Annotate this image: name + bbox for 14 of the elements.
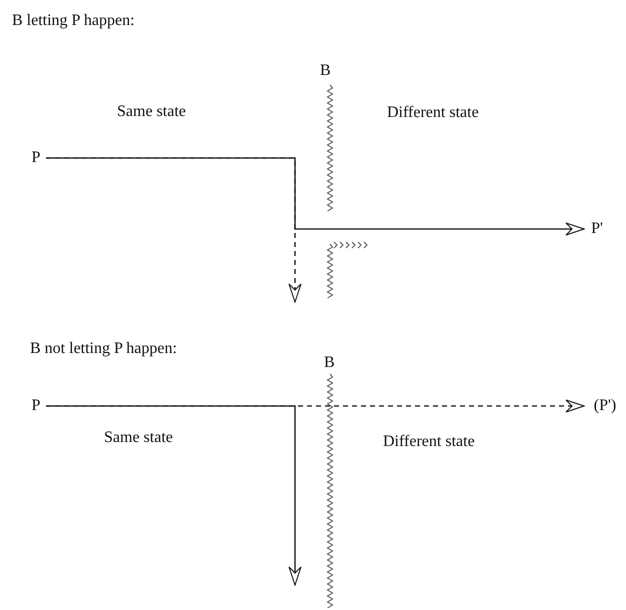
region-label: Different state xyxy=(383,433,475,451)
arrow xyxy=(46,405,302,586)
point-label: P xyxy=(28,396,44,416)
diagram-heading: B letting P happen: xyxy=(12,12,135,30)
point-label: P' xyxy=(586,219,608,239)
region-label: Same state xyxy=(117,103,186,121)
point-label: (P') xyxy=(586,396,624,416)
arrow xyxy=(46,157,302,302)
barrier-label: B xyxy=(324,354,335,372)
barrier-label: B xyxy=(320,62,331,80)
region-label: Same state xyxy=(104,429,173,447)
diagram-heading: B not letting P happen: xyxy=(30,340,177,358)
region-label: Different state xyxy=(387,104,479,122)
point-label: P xyxy=(28,148,44,168)
